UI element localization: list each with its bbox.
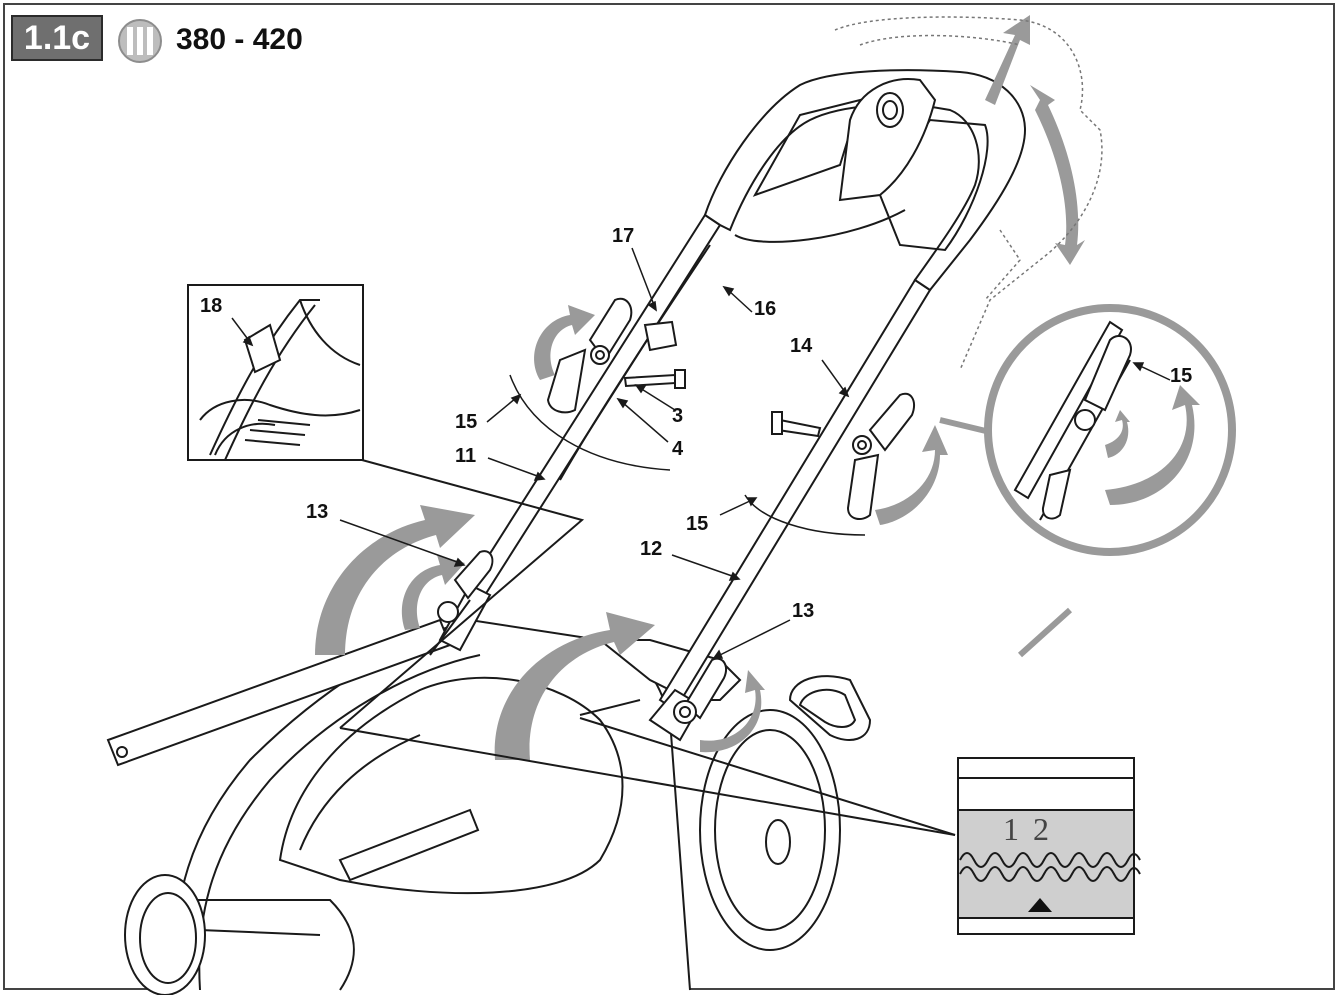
handle-bolt-left	[623, 369, 686, 389]
cable-clip	[643, 320, 678, 352]
height-position-2: 2	[1033, 811, 1049, 847]
handle-clamp-lower-right	[673, 657, 728, 724]
handle-bolt-right	[771, 411, 822, 438]
callout-labels: 18 17 16 14 15 15 3 4 11 15 12 13 13	[200, 225, 1192, 622]
zoom-circle-lever-detail	[939, 304, 1236, 658]
callout-18: 18	[200, 295, 222, 317]
callout-14: 14	[790, 335, 813, 357]
cutting-height-scale-inset: 1 2	[957, 757, 1141, 935]
height-position-1: 1	[1003, 811, 1019, 847]
cam-lever-right	[846, 392, 916, 521]
callout-4: 4	[672, 438, 684, 460]
callout-13-right: 13	[792, 600, 814, 622]
callout-15-zoom: 15	[1170, 365, 1192, 387]
callout-16: 16	[754, 298, 776, 320]
callout-17: 17	[612, 225, 634, 247]
callout-15-left: 15	[455, 411, 477, 433]
callout-15-mid: 15	[686, 513, 708, 535]
callout-13-left: 13	[306, 501, 328, 523]
position-indicator-triangle-icon	[1028, 898, 1052, 912]
cam-lever-upper-left	[546, 297, 633, 414]
callout-11: 11	[455, 445, 476, 467]
inset-leader-lines	[339, 459, 956, 836]
circled-triple-bar-icon	[118, 19, 162, 63]
callout-leaders	[231, 247, 1171, 659]
handle-frame	[429, 69, 1027, 742]
figure-number-badge: 1.1c	[11, 15, 103, 61]
callout-3: 3	[672, 405, 683, 427]
inset-cable-clip-detail	[187, 284, 364, 461]
mower-body	[106, 618, 872, 995]
folded-handle-outline	[834, 16, 1103, 371]
handle-clamp-lower-left	[437, 550, 494, 623]
callout-12: 12	[640, 538, 662, 560]
model-range-label: 380 - 420	[176, 23, 303, 56]
rotation-arrows	[315, 15, 1085, 760]
